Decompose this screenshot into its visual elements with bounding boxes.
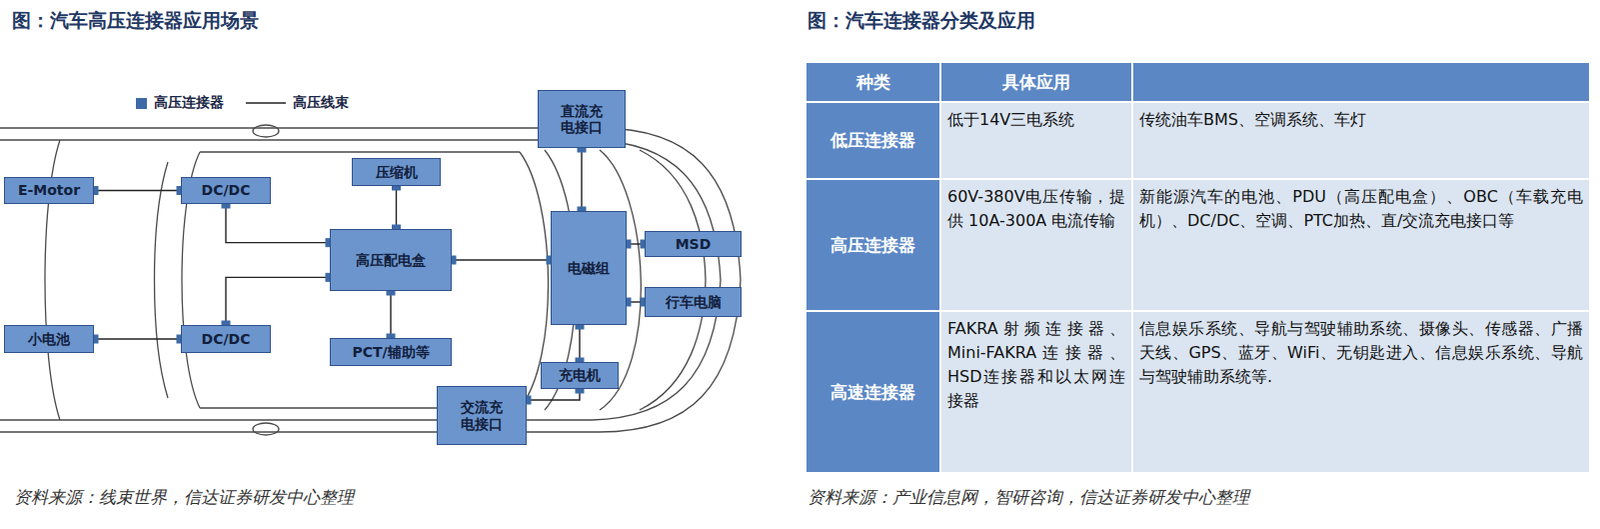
- label-text: FAKRA射频连接器、Mini-FAKRA连接器、HSD连接器和以太网连接器: [947, 318, 1126, 410]
- box-label: PCT/辅助等: [351, 343, 429, 360]
- box-label: 压缩机: [375, 163, 418, 180]
- table-cell: 具体应用: [941, 62, 1132, 101]
- label-text: 图：汽车连接器分类及应用: [807, 8, 1036, 31]
- box-label: 交流充电接口: [458, 398, 505, 431]
- harness-line: [451, 258, 551, 260]
- box-label: 直流充电接口: [558, 102, 605, 135]
- legend-text: 高压线束: [292, 93, 349, 112]
- legend-line-sample: [245, 97, 286, 108]
- legend-swatch: [135, 97, 147, 109]
- component-box: 电磁组: [550, 210, 627, 325]
- wire-group: [386, 286, 396, 343]
- component-box: 压缩机: [351, 157, 441, 186]
- label-text: 高速连接器: [830, 380, 916, 404]
- label-text: 种类: [856, 70, 891, 94]
- component-box: 高压配电盒: [329, 228, 452, 291]
- wire-group: [221, 199, 335, 248]
- component-box: PCT/辅助等: [329, 337, 452, 366]
- label-text: 低压连接器: [830, 128, 916, 152]
- label-text: 60V-380V电压传输，提供 10A-300A 电流传输: [947, 186, 1126, 230]
- legend-item: 高压线束: [245, 93, 349, 112]
- harness-line: [389, 290, 391, 338]
- wire-group: [89, 185, 186, 195]
- box-label: 电磁组: [567, 259, 610, 276]
- harness-line: [578, 324, 580, 362]
- wire-group: [577, 143, 587, 216]
- table-cell: 种类: [806, 62, 940, 101]
- legend-text: 高压连接器: [153, 93, 224, 112]
- label-text: 高压连接器: [830, 233, 916, 257]
- label-text: 具体应用: [1002, 70, 1071, 94]
- label-text: 资料来源：产业信息网，智研咨询，信达证券研发中心整理: [807, 486, 1250, 507]
- component-box: 行车电脑: [644, 286, 742, 317]
- label-text: 信息娱乐系统、导航与驾驶辅助系统、摄像头、传感器、广播天线、GPS、蓝牙、WiF…: [1139, 318, 1584, 386]
- component-box: DC/DC: [180, 324, 271, 353]
- box-label: 高压配电盒: [355, 251, 426, 268]
- table-cell: 低于14V三电系统: [941, 102, 1132, 178]
- legend: 高压连接器 高压线束: [135, 93, 371, 112]
- title-text: 图：汽车高压连接器应用场景: [11, 8, 259, 31]
- table-cell: FAKRA射频连接器、Mini-FAKRA连接器、HSD连接器和以太网连接器: [941, 311, 1132, 472]
- component-box: 小电池: [3, 324, 94, 353]
- table-cell: 信息娱乐系统、导航与驾驶辅助系统、摄像头、传感器、广播天线、GPS、蓝牙、WiF…: [1133, 311, 1590, 472]
- table-grid: [806, 62, 1590, 472]
- harness-line: [526, 388, 580, 400]
- figure-title: 图：汽车连接器分类及应用: [807, 7, 1308, 34]
- box-label: MSD: [675, 235, 712, 252]
- harness-line: [225, 203, 330, 243]
- wire-group: [89, 334, 186, 344]
- source-note: 资料来源：产业信息网，智研咨询，信达证券研发中心整理: [807, 485, 1568, 509]
- table-cell: 传统油车BMS、空调系统、车灯: [1133, 102, 1590, 178]
- wire-group: [221, 272, 335, 330]
- harness-line: [580, 147, 582, 211]
- box-label: 行车电脑: [665, 293, 722, 310]
- wire-group: [447, 255, 556, 265]
- box-label: DC/DC: [201, 181, 251, 198]
- table-cell: 高压连接器: [806, 179, 940, 310]
- table-cell: 低压连接器: [806, 102, 940, 178]
- harness-line: [395, 185, 397, 229]
- source-note: 资料来源：线束世界，信达证券研发中心整理: [13, 485, 714, 509]
- component-box: 直流充电接口: [537, 89, 626, 148]
- box-label: E-Motor: [17, 181, 80, 198]
- component-box: MSD: [644, 230, 742, 257]
- harness-line: [93, 189, 181, 191]
- table-cell: 新能源汽车的电池、PDU（高压配电盒）、OBC（车载充电机）、DC/DC、空调、…: [1133, 179, 1590, 310]
- box-label: 小电池: [27, 330, 70, 347]
- component-box: 充电机: [540, 361, 619, 389]
- figure-title: 图：汽车高压连接器应用场景: [11, 7, 259, 34]
- box-label: 充电机: [558, 366, 601, 383]
- label-text: 低于14V三电系统: [947, 109, 1075, 129]
- label-text: 新能源汽车的电池、PDU（高压配电盒）、OBC（车载充电机）、DC/DC、空调、…: [1139, 186, 1584, 230]
- component-box: 交流充电接口: [436, 385, 527, 445]
- box-label: DC/DC: [201, 330, 251, 347]
- table-cell: 高速连接器: [806, 311, 940, 472]
- legend-item: 高压连接器: [135, 93, 224, 112]
- table-cell: 60V-380V电压传输，提供 10A-300A 电流传输: [941, 179, 1132, 310]
- wire-group: [575, 320, 585, 367]
- harness-line: [93, 337, 181, 339]
- component-box: DC/DC: [180, 176, 271, 204]
- harness-line: [225, 276, 330, 325]
- label-text: 资料来源：线束世界，信达证券研发中心整理: [13, 486, 354, 507]
- label-text: 传统油车BMS、空调系统、车灯: [1139, 109, 1367, 129]
- wire-group: [391, 181, 401, 234]
- component-box: E-Motor: [3, 176, 94, 204]
